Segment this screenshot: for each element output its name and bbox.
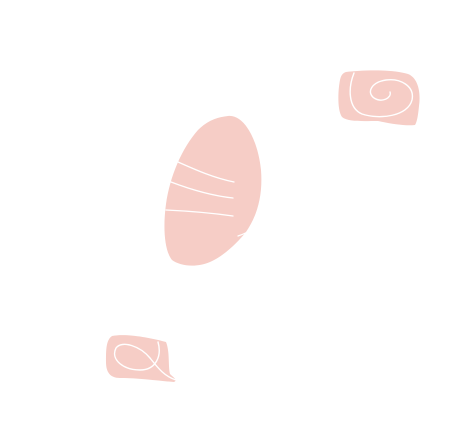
loop-square-icon	[106, 335, 177, 382]
striped-oval-shape	[164, 115, 262, 266]
swirl-square-icon	[338, 70, 420, 126]
loop-square-shape	[106, 335, 176, 382]
stripe-line-3	[165, 209, 234, 217]
stripe-line-1	[177, 161, 235, 183]
loop-line	[113, 341, 177, 381]
stripe-line-2	[170, 181, 234, 199]
striped-oval-icon	[164, 115, 262, 266]
swirl-line	[349, 72, 414, 118]
oval-accent-line	[237, 229, 251, 237]
